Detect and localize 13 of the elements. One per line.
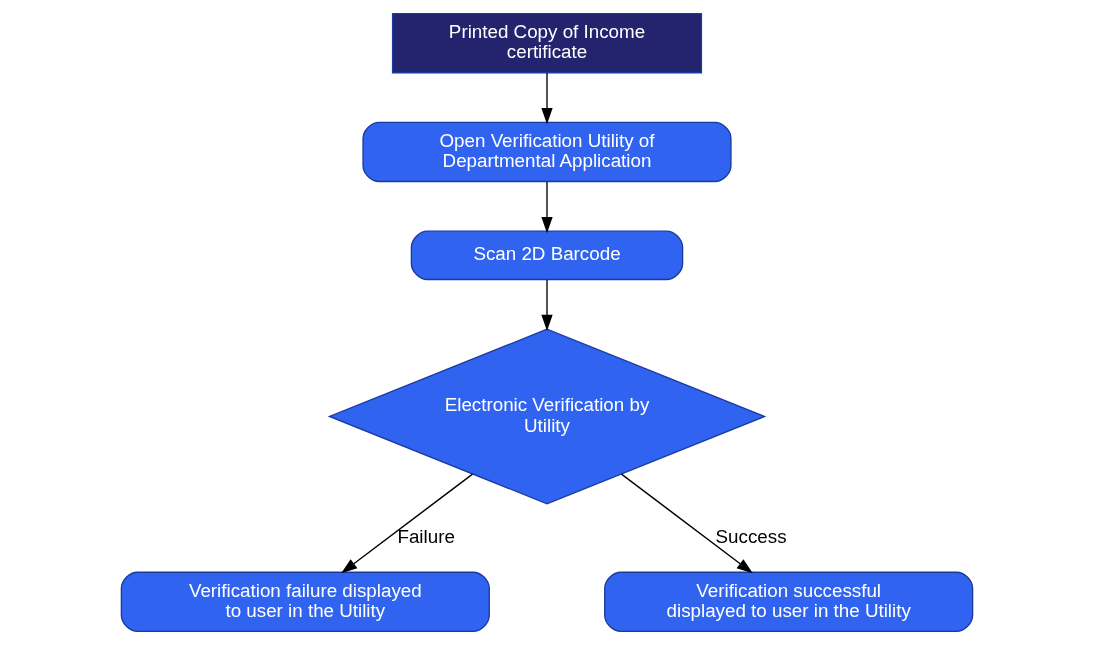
arrow (340, 473, 473, 574)
arrow (540, 279, 553, 331)
arrow (620, 473, 753, 574)
edge-label: Success (715, 525, 787, 547)
arrow (540, 72, 553, 125)
node-box: Scan 2D Barcode (410, 230, 683, 281)
node-diamond: Electronic Verification by Utility (327, 328, 766, 505)
node-box: Verification successful displayed to user in the Utility (603, 571, 973, 632)
arrow (540, 181, 553, 234)
node-box: Open Verification Utility of Departmental Application (361, 121, 732, 183)
node-box: Verification failure displayed to user in the Utility (120, 571, 490, 632)
edge-label: Failure (396, 525, 455, 547)
node-box: Printed Copy of Income certificate (391, 13, 702, 74)
